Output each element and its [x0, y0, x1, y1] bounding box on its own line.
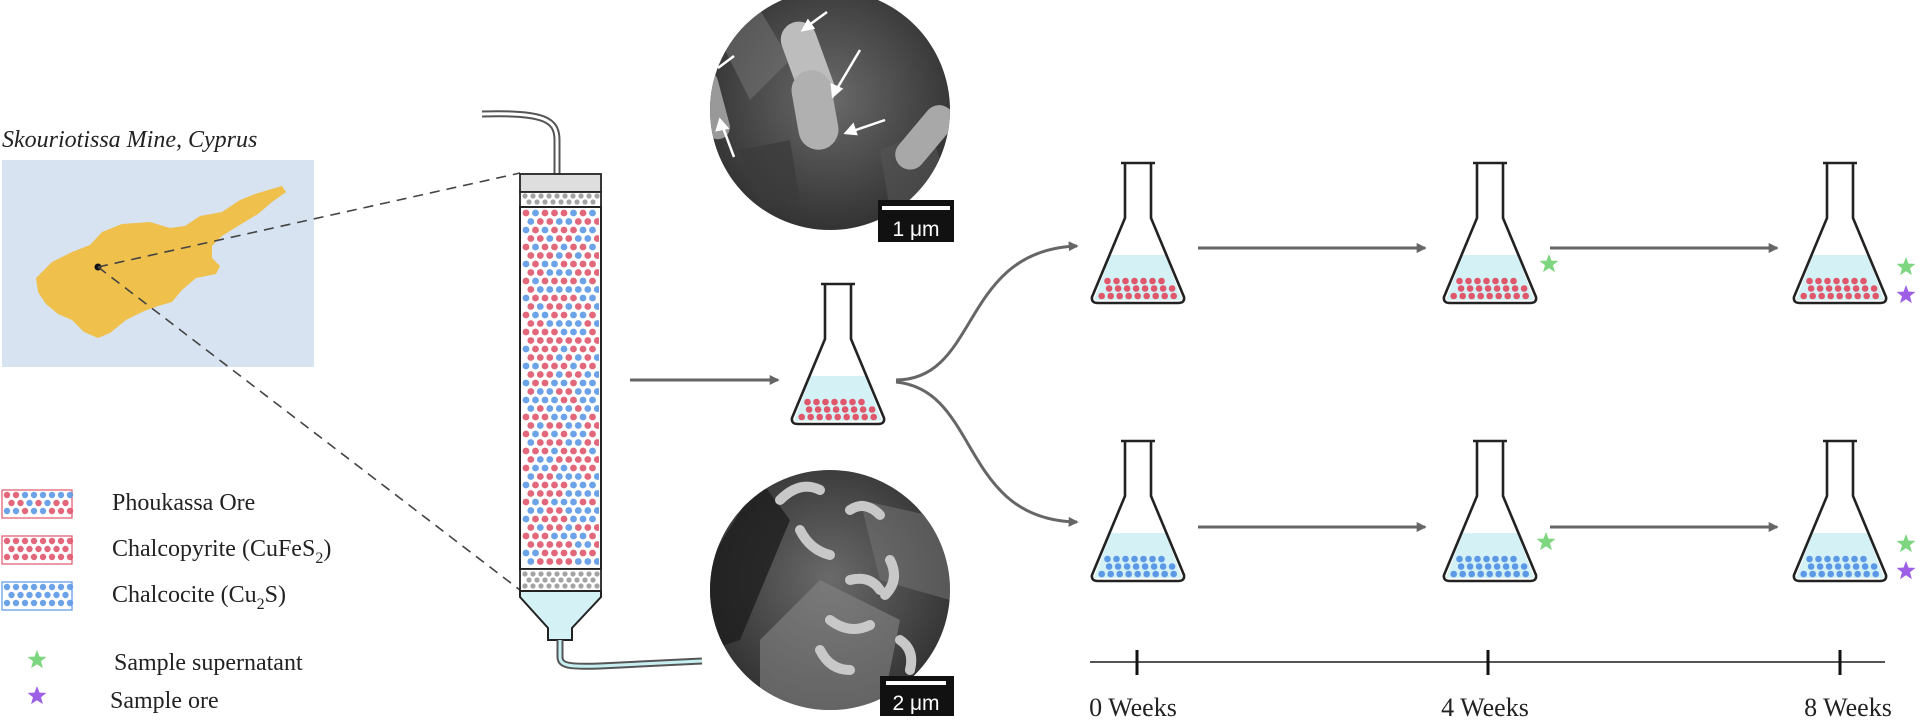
legend-item-chalcopyrite: Chalcopyrite (CuFeS2): [1, 535, 331, 567]
scale-label-bottom: 2 μm: [892, 692, 939, 715]
flask-outline: [1792, 161, 1888, 305]
arrow-split-top: [895, 241, 1079, 382]
ore-particles: [522, 209, 599, 565]
flask-ore-particles: [1800, 277, 1879, 300]
green-star-shape: [27, 650, 47, 669]
gravel-bottom-dots: [522, 571, 600, 589]
flask-ore-particles: [1098, 277, 1177, 300]
map-title: Skouriotissa Mine, Cyprus: [2, 127, 257, 153]
flask-ore-particles: [1098, 555, 1177, 578]
flasks: [790, 161, 1888, 583]
sample-markers: [1536, 254, 1916, 580]
legend-item-phoukassa: Phoukassa Ore: [1, 489, 255, 519]
flask-outline: [1090, 439, 1186, 583]
sem-micrograph-bottom: 2 μm: [710, 470, 954, 716]
legend-label-supernatant: Sample supernatant: [114, 650, 303, 676]
purple-star-icon: [27, 686, 47, 705]
outlet-tube-inner: [558, 640, 703, 668]
legend-label-chalcopyrite: Chalcopyrite (CuFeS2): [112, 536, 331, 567]
arrow-split-bottom: [895, 380, 1079, 527]
legend-item-sample-ore: Sample ore: [27, 686, 219, 714]
scale-label-top: 1 μm: [892, 218, 939, 241]
green-star-icon: [1896, 257, 1916, 276]
inlet-tube: [481, 110, 561, 174]
column-body: [519, 206, 602, 570]
flask-chalcopyrite-week-0: [1090, 161, 1186, 305]
map-panel: Skouriotissa Mine, Cyprus: [2, 127, 521, 591]
timeline: 0 Weeks 4 Weeks 8 Weeks: [1089, 650, 1892, 721]
legend-item-chalcocite: Chalcocite (Cu2S): [1, 581, 286, 613]
green-star-icon: [1539, 254, 1559, 273]
legend: Phoukassa Ore Chalcopyrite (CuFeS2) Chal…: [1, 489, 331, 714]
flask-chalcocite-week-4: [1442, 439, 1538, 583]
gravel-top-dots: [522, 193, 600, 205]
flask-ore-particles: [1450, 277, 1529, 300]
flask-chalcopyrite-week-4: [1442, 161, 1538, 305]
flask-chalcocite-week-0: [1090, 439, 1186, 583]
flask-outline: [1090, 161, 1186, 305]
flask-outline: [1442, 161, 1538, 305]
timeline-label-8: 8 Weeks: [1804, 693, 1892, 721]
flask-ore-particles: [1800, 555, 1879, 578]
purple-star-icon: [1896, 561, 1916, 580]
chalcocite-swatch-dots: [3, 583, 74, 607]
green-star-icon: [1896, 534, 1916, 553]
legend-label-sample-ore: Sample ore: [110, 688, 219, 714]
flask-chalcopyrite-week-8: [1792, 161, 1888, 305]
green-star-icon: [1536, 532, 1556, 551]
legend-label-chalcocite: Chalcocite (Cu2S): [112, 582, 286, 613]
phoukassa-swatch-dots: [3, 491, 74, 515]
column-cap: [519, 173, 602, 193]
flask-outline: [1442, 439, 1538, 583]
callout-line-bottom: [97, 266, 521, 591]
column-funnel: [519, 590, 602, 641]
legend-item-supernatant: Sample supernatant: [27, 650, 303, 676]
legend-label-phoukassa: Phoukassa Ore: [112, 490, 255, 516]
initial-flask: [790, 282, 886, 426]
flask-chalcocite-week-8: [1792, 439, 1888, 583]
sem-arrows: [715, 10, 886, 158]
sem-micrograph-top: 1 μm: [710, 0, 954, 242]
flask-ore-particles: [798, 398, 877, 421]
callout-line-top: [97, 172, 521, 268]
flask-outline: [790, 282, 886, 426]
timeline-label-0: 0 Weeks: [1089, 693, 1177, 721]
inlet-tube-inner: [481, 112, 559, 174]
flask-ore-particles: [1450, 555, 1529, 578]
purple-star-icon: [1896, 285, 1916, 304]
green-star-icon: [27, 650, 47, 669]
cyprus-island: [36, 186, 286, 338]
chalcopyrite-swatch-dots: [3, 537, 74, 561]
flask-outline: [1792, 439, 1888, 583]
purple-star-shape: [27, 686, 47, 705]
leaching-column: [481, 110, 703, 670]
flow-arrows: [630, 241, 1779, 532]
timeline-label-4: 4 Weeks: [1441, 693, 1529, 721]
